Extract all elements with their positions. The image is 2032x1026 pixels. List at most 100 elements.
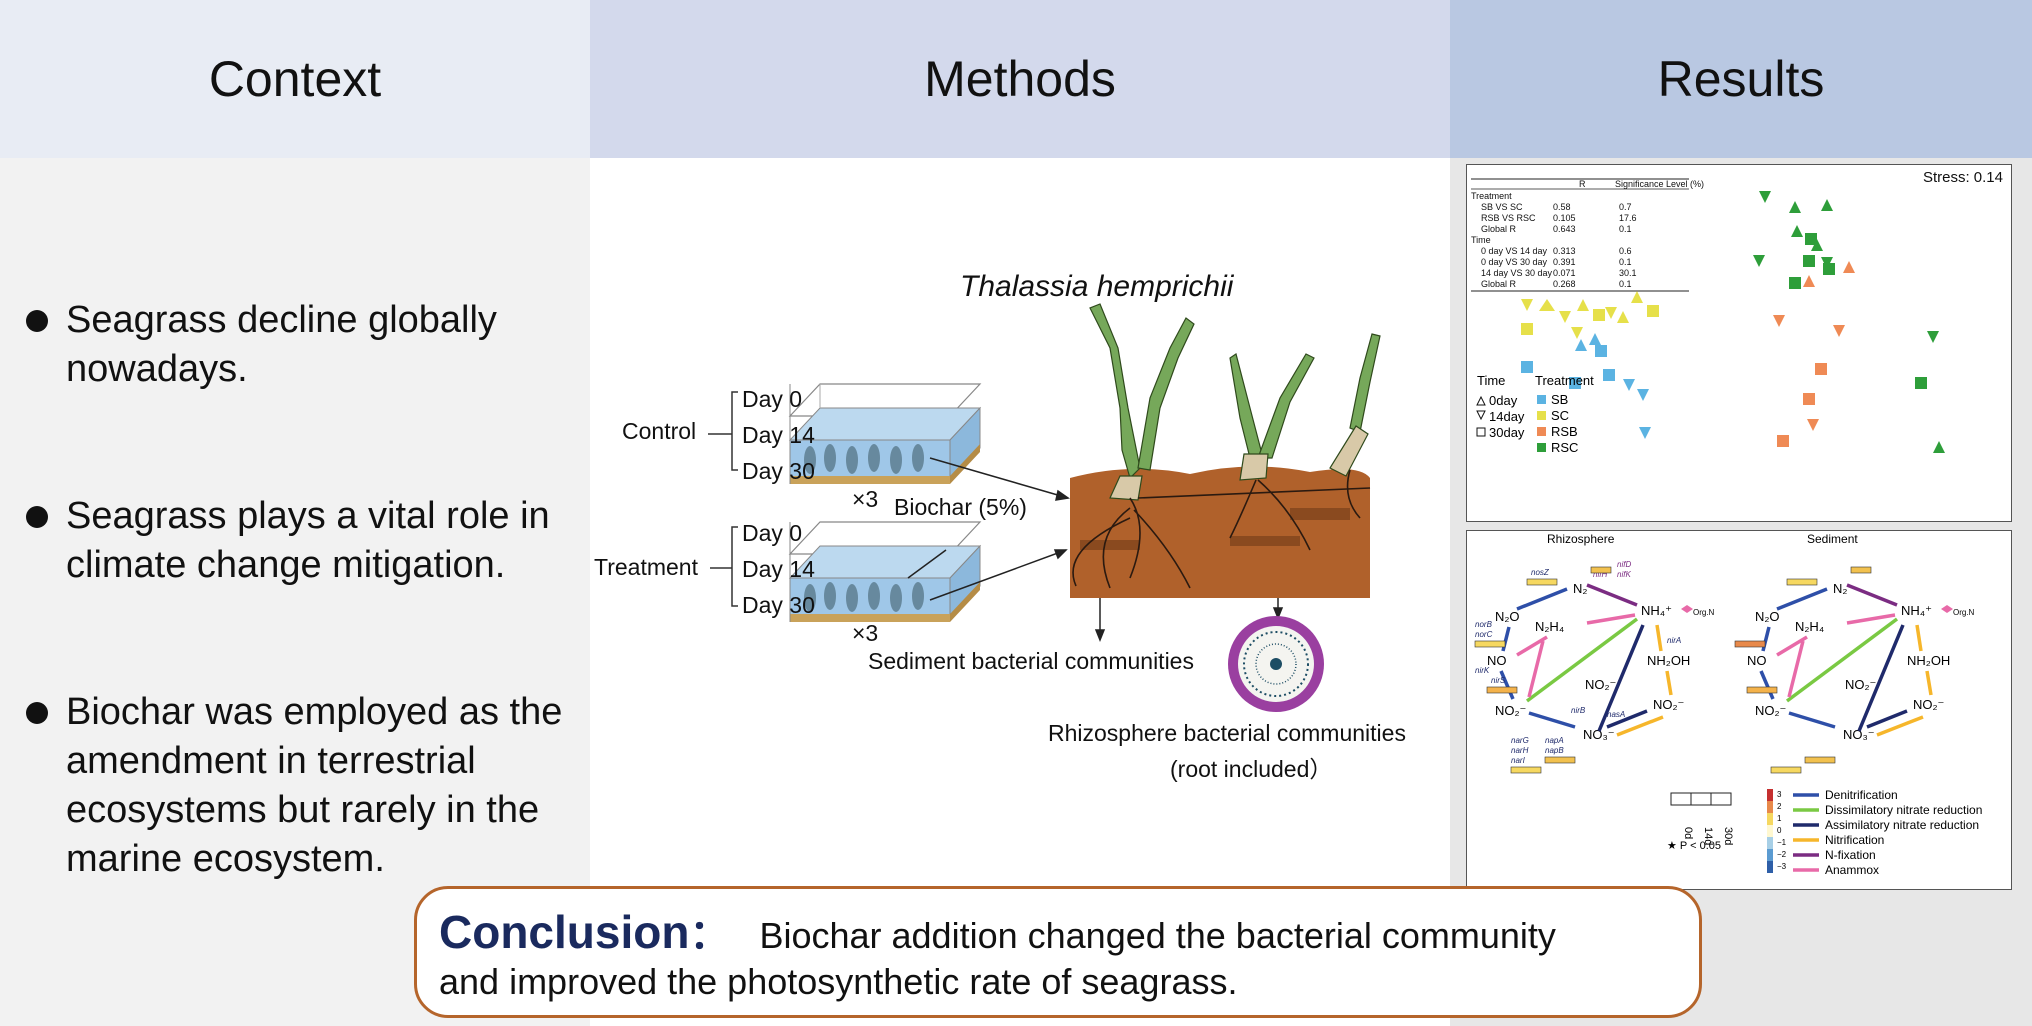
context-bullet-2: Seagrass plays a vital role in climate c… (26, 492, 586, 590)
point-sb-14d (1623, 379, 1635, 391)
p-value-note: ★ P < 0.05 (1667, 840, 1721, 852)
arrow-anammox (1787, 640, 1805, 698)
arrow-anammox (1586, 613, 1636, 625)
point-rsc-14d (1821, 257, 1833, 269)
conclusion-text-2: and improved the photosynthetic rate of … (439, 961, 1238, 1002)
control-day-0: Day 0 (742, 386, 803, 412)
arrow-denitrification (1788, 711, 1836, 729)
node-nh4: NH₄⁺ (1901, 603, 1932, 618)
nmds-points (1521, 191, 1945, 453)
point-rsc-14d (1927, 331, 1939, 343)
control-day-30: Day 30 (742, 458, 815, 484)
stats-table: Treatment SB VS SC 0.58 0.7 RSB VS RSC 0… (1471, 191, 1637, 289)
context-bullet-text: Seagrass decline globally nowadays. (66, 299, 497, 390)
table-cell: Time (1471, 235, 1491, 245)
table-cell: 0 day VS 14 day (1481, 246, 1548, 256)
context-bullet-3: Biochar was employed as the amendment in… (26, 688, 586, 884)
gene-norb: norB (1475, 620, 1493, 629)
arrow-denitrification (1501, 626, 1511, 652)
methods-column: Thalassia hemprichii Control Treatment D… (590, 158, 1450, 1026)
table-cell: 0.105 (1553, 213, 1576, 223)
header-methods: Methods (590, 0, 1450, 158)
arrow-anammox (1776, 635, 1808, 657)
table-cell: 14 day VS 30 day (1481, 268, 1553, 278)
arrow-denitrification (1761, 626, 1771, 652)
point-sb-14d (1637, 389, 1649, 401)
point-rsc-30d (1915, 377, 1927, 389)
color-scale: 3 2 1 0 −1 −2 −3 (1767, 789, 1787, 873)
point-sc-14d (1521, 299, 1533, 311)
arrow-anammox (1516, 635, 1548, 657)
point-sc-14d (1559, 311, 1571, 323)
day-key-30d: 30d (1722, 827, 1734, 845)
roots (1072, 469, 1371, 589)
gene-narh: narH (1511, 746, 1529, 755)
org-n-label: Org.N (1693, 608, 1715, 617)
rhizosphere-root-note: (root included） (1170, 756, 1333, 782)
legend-time-30: 30day (1489, 425, 1525, 440)
legend-sb: SB (1551, 392, 1568, 407)
scale-0: 0 (1777, 826, 1782, 835)
header-results-label: Results (1657, 51, 1825, 107)
nmds-plot: R Significance Level (%) Treatment SB VS… (1471, 178, 1945, 455)
arrow-nitrification (1616, 715, 1664, 737)
context-bullet-1: Seagrass decline globally nowadays. (26, 296, 586, 394)
treatment-day-0: Day 0 (742, 520, 803, 546)
point-sc-30d (1521, 323, 1533, 335)
gene-nirs: nirS (1491, 676, 1506, 685)
table-cell: 0.7 (1619, 202, 1632, 212)
table-header-r: R (1579, 179, 1586, 189)
conclusion-colon: ： (689, 913, 730, 957)
point-rsb-30d (1815, 363, 1827, 375)
bullet-dot-icon (26, 506, 48, 528)
table-cell: 0.1 (1619, 279, 1632, 289)
point-rsc-14d (1759, 191, 1771, 203)
nitrogen-cycle-diagram: Rhizosphere Sediment N₂O N₂ NH₄⁺ NO N₂H₄… (1474, 532, 1982, 877)
org-n-diamond-icon (1941, 605, 1953, 613)
gene-napa: napA (1545, 736, 1564, 745)
header-results: Results (1450, 0, 2032, 158)
table-header-significance: Significance Level (%) (1615, 179, 1704, 189)
arrow-nfixation (1586, 583, 1638, 607)
table-cell: Global R (1481, 224, 1517, 234)
gene-nirb: nirB (1571, 706, 1586, 715)
point-sb-14d (1639, 427, 1651, 439)
arrow-nitrification (1655, 624, 1663, 652)
point-sb-30d (1603, 369, 1615, 381)
sediment-communities-label: Sediment bacterial communities (868, 648, 1194, 674)
legend-time-0: 0day (1489, 393, 1518, 408)
sediment-title: Sediment (1807, 532, 1858, 546)
gene-nifk: nifK (1617, 570, 1631, 579)
square-icon (1476, 427, 1486, 437)
nitrogen-cycle-panel: Rhizosphere Sediment N₂O N₂ NH₄⁺ NO N₂H₄… (1466, 530, 2012, 890)
org-n-label: Org.N (1953, 608, 1975, 617)
rhizosphere-communities-label: Rhizosphere bacterial communities (1048, 720, 1406, 746)
triangle-up-icon (1476, 395, 1486, 406)
point-rsb-14d (1773, 315, 1785, 327)
rhizosphere-title: Rhizosphere (1547, 532, 1615, 546)
point-sb-30d (1569, 377, 1581, 389)
point-sb-30d (1595, 345, 1607, 357)
node-nh2oh: NH₂OH (1647, 653, 1690, 668)
conclusion-text-1: Biochar addition changed the bacterial c… (759, 915, 1556, 956)
node-n2h4: N₂H₄ (1795, 619, 1824, 634)
org-n-diamond-icon (1681, 605, 1693, 613)
point-rsb-30d (1803, 393, 1815, 405)
day-key-0d: 0d (1682, 827, 1694, 839)
node-n2: N₂ (1573, 581, 1587, 596)
arrow-assim (1597, 624, 1645, 732)
treatment-day-14: Day 14 (742, 556, 815, 582)
legend-rsb: RSB (1551, 424, 1578, 439)
arrow-nitrification (1876, 715, 1924, 737)
table-cell: 0 day VS 30 day (1481, 257, 1548, 267)
scale-m1: −1 (1777, 838, 1787, 847)
node-n2h4: N₂H₄ (1535, 619, 1564, 634)
arrow-assim (1857, 624, 1905, 732)
day-key: 0d 14d 30d ★ P < 0.05 (1667, 792, 1734, 852)
arrow-assim (1606, 709, 1648, 729)
stress-value: Stress: 0.14 (1922, 169, 2003, 186)
pathway-assimilatory: Assimilatory nitrate reduction (1825, 818, 1979, 832)
pathway-denitrification: Denitrification (1825, 788, 1898, 802)
biochar-label: Biochar (5%) (894, 494, 1027, 520)
sediment-cycle: N₂O N₂ NH₄⁺ NO N₂H₄ NH₂OH NO₂⁻ NO₃⁻ NO₂⁻… (1747, 581, 1975, 742)
